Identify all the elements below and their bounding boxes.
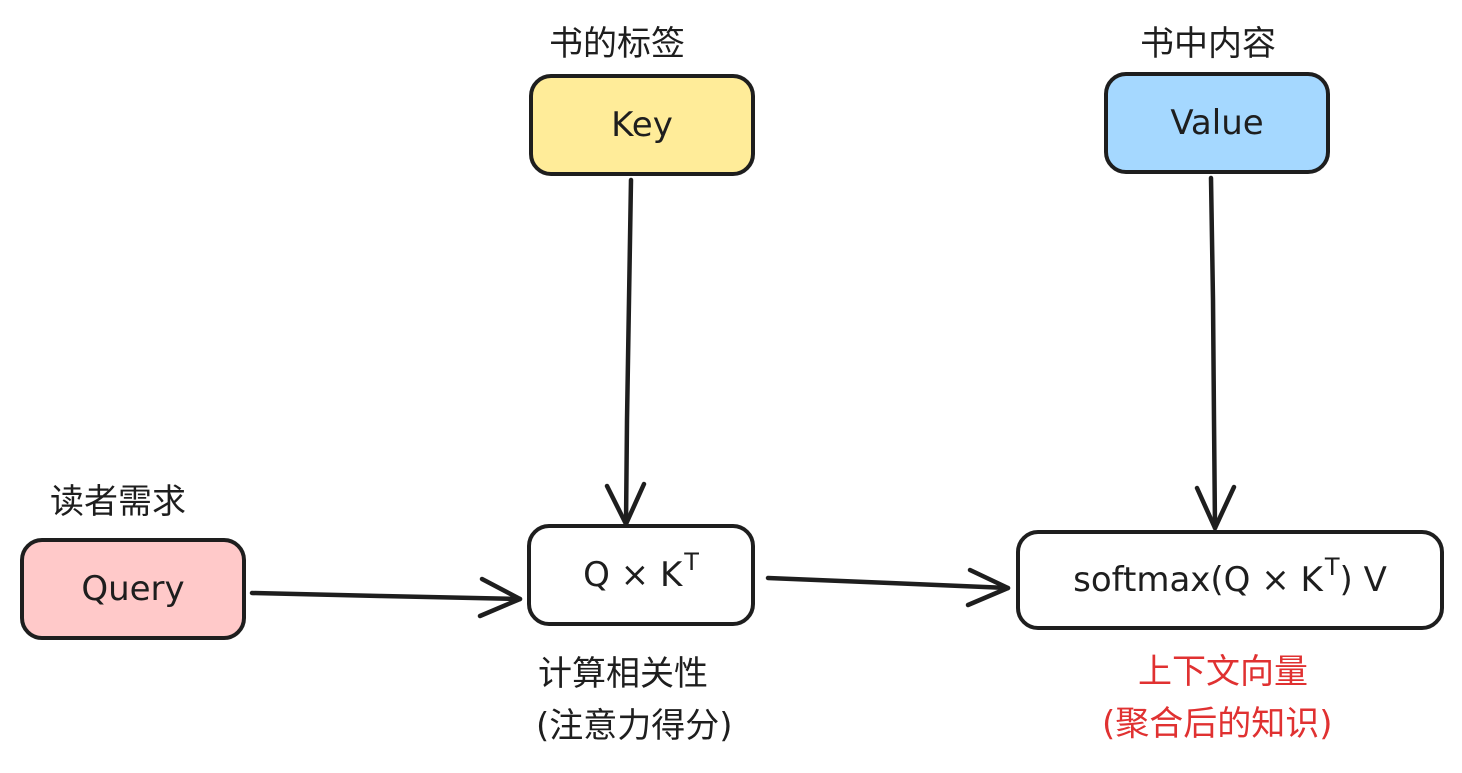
output-label: softmax(Q × KT) V xyxy=(1073,553,1387,600)
query-title: 读者需求 xyxy=(50,482,186,522)
output-label-sup: T xyxy=(1324,553,1340,581)
output-caption-line2: (聚合后的知识) xyxy=(1102,704,1333,744)
score-label-sup: T xyxy=(684,548,699,576)
output-caption-line1: 上下文向量 xyxy=(1138,652,1308,692)
arrow-score-to-output xyxy=(765,567,1011,608)
key-title: 书的标签 xyxy=(549,24,685,64)
key-label: Key xyxy=(611,105,673,145)
arrow-query-to-score xyxy=(249,576,523,619)
value-title: 书中内容 xyxy=(1140,24,1276,64)
score-label: Q × KT xyxy=(583,548,699,595)
score-label-main: Q × K xyxy=(583,555,683,595)
output-box: softmax(Q × KT) V xyxy=(1016,530,1444,630)
score-box: Q × KT xyxy=(527,524,755,626)
score-caption-line1: 计算相关性 xyxy=(538,654,708,694)
score-caption-line2: (注意力得分) xyxy=(536,706,733,746)
arrow-key-to-score xyxy=(604,177,647,527)
value-box: Value xyxy=(1104,72,1330,174)
key-box: Key xyxy=(529,74,755,176)
arrow-value-to-output xyxy=(1194,175,1237,531)
query-box: Query xyxy=(20,538,246,640)
query-label: Query xyxy=(81,569,185,609)
output-label-prefix: softmax(Q × K xyxy=(1073,560,1323,600)
value-label: Value xyxy=(1170,103,1264,143)
output-label-suffix: ) V xyxy=(1339,560,1387,600)
